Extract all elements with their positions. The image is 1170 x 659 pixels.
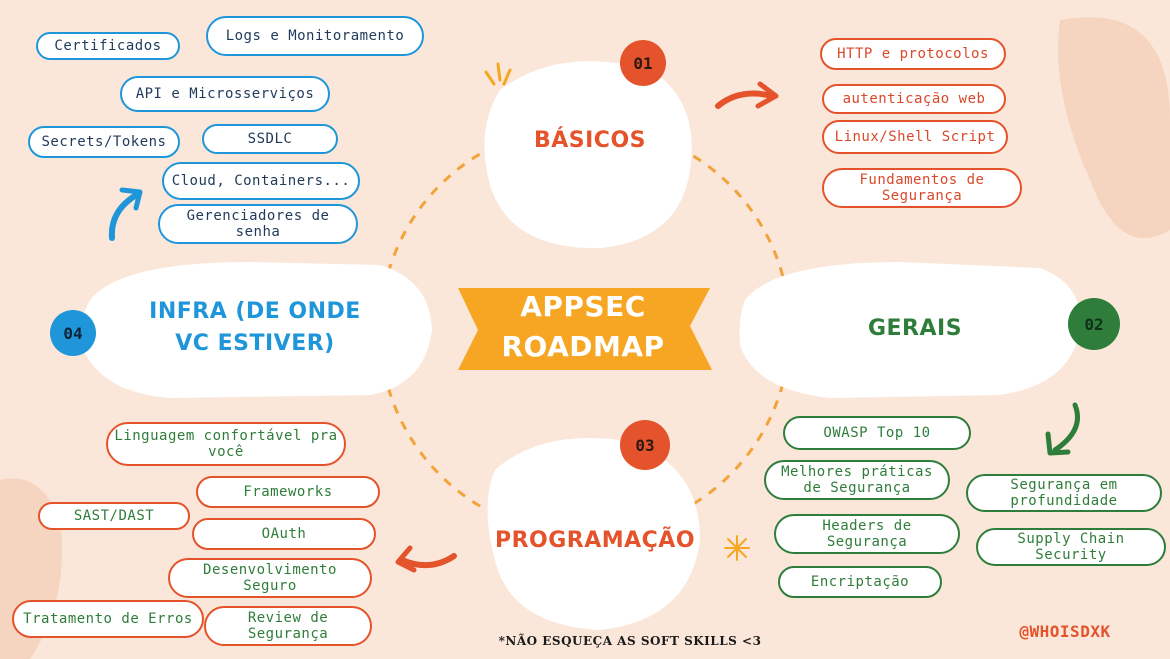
arrow-gerais — [1052, 402, 1080, 453]
topic-http-protocolos: HTTP e protocolos — [820, 38, 1006, 70]
sparkle-top — [484, 62, 512, 86]
arrow-basicos-head — [755, 81, 779, 109]
blob-basicos — [484, 61, 692, 249]
author-handle: @WHOISDXK — [1019, 622, 1111, 641]
topic-fundamentos-seguranca: Fundamentos de Segurança — [822, 168, 1022, 208]
topic-linguagem: Linguagem confortável pra você — [106, 422, 346, 466]
node-number-infra: 04 — [50, 310, 96, 356]
topic-owasp-top10: OWASP Top 10 — [783, 416, 971, 450]
topic-seguranca-profundidade: Segurança em profundidade — [966, 474, 1162, 512]
node-label-gerais: GERAIS — [867, 316, 963, 341]
node-label-basicos: BÁSICOS — [533, 128, 647, 153]
topic-linux-shell: Linux/Shell Script — [822, 120, 1008, 154]
node-label-programacao: PROGRAMAÇÃO — [494, 528, 696, 553]
topic-desenvolvimento-seguro: Desenvolvimento Seguro — [168, 558, 372, 598]
topic-sast-dast: SAST/DAST — [38, 502, 190, 530]
topic-tratamento-erros: Tratamento de Erros — [12, 600, 204, 638]
arrow-gerais-head — [1045, 431, 1071, 456]
topic-cloud-containers: Cloud, Containers... — [162, 162, 360, 200]
arrow-infra-head — [119, 187, 143, 211]
topic-oauth: OAuth — [192, 518, 376, 550]
topic-gerenciadores-senha: Gerenciadores de senha — [158, 204, 358, 244]
topic-supply-chain: Supply Chain Security — [976, 528, 1166, 566]
topic-frameworks: Frameworks — [196, 476, 380, 508]
node-number-gerais: 02 — [1068, 298, 1120, 350]
arrow-programacao-head — [395, 545, 417, 573]
node-number-programacao: 03 — [620, 420, 670, 470]
topic-headers-seguranca: Headers de Segurança — [774, 514, 960, 554]
node-label-infra: INFRA (DE ONDE VC ESTIVER) — [149, 299, 361, 356]
topic-review-seguranca: Review de Segurança — [204, 606, 372, 646]
topic-logs-monitoramento: Logs e Monitoramento — [206, 16, 424, 56]
center-title-line1: APPSEC — [520, 290, 646, 323]
footer-note: *NÃO ESQUEÇA AS SOFT SKILLS <3 — [498, 634, 762, 648]
topic-certificados: Certificados — [36, 32, 180, 60]
arrow-programacao — [399, 553, 457, 569]
sparkle-bottom — [724, 535, 750, 561]
blob-programacao — [487, 438, 700, 630]
center-title-line2: ROADMAP — [501, 330, 665, 363]
center-ribbon — [458, 288, 712, 370]
arrow-infra — [108, 191, 141, 241]
topic-melhores-praticas: Melhores práticas de Segurança — [764, 460, 950, 500]
topic-encriptacao: Encriptação — [778, 566, 942, 598]
blob-gerais — [739, 262, 1081, 398]
topic-api-microsservicos: API e Microsserviços — [120, 76, 330, 112]
topic-secrets-tokens: Secrets/Tokens — [28, 126, 180, 158]
node-number-basicos: 01 — [620, 40, 666, 86]
blob-infra — [80, 262, 432, 398]
decor-blob-right — [1058, 17, 1170, 239]
topic-autenticacao-web: autenticação web — [822, 84, 1006, 114]
arrow-basicos — [715, 90, 775, 109]
topic-ssdlc: SSDLC — [202, 124, 338, 154]
